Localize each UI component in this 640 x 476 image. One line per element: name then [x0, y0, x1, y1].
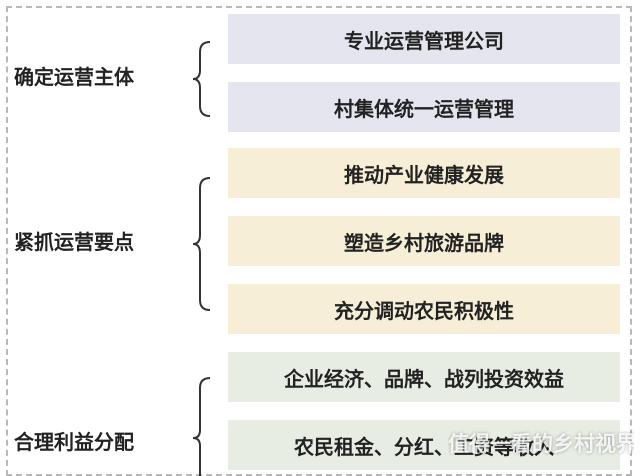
item-enterprise-benefits: 企业经济、品牌、战列投资效益 [228, 352, 620, 402]
group-label-benefit-distribution: 合理利益分配 [14, 430, 134, 454]
brace-group-2 [192, 177, 211, 311]
item-village-collective: 村集体统一运营管理 [228, 82, 620, 132]
item-industry-development: 推动产业健康发展 [228, 148, 620, 198]
group-label-operating-points: 紧抓运营要点 [14, 230, 134, 254]
watermark: 值得一看的乡村视界 [448, 432, 634, 456]
group-label-operating-entity: 确定运营主体 [14, 65, 134, 89]
item-farmer-income: 农民租金、分红、工资等收入 [228, 420, 620, 470]
brace-group-1 [192, 41, 211, 117]
item-tourism-brand: 塑造乡村旅游品牌 [228, 216, 620, 266]
item-farmer-motivation: 充分调动农民积极性 [228, 284, 620, 334]
item-professional-company: 专业运营管理公司 [228, 14, 620, 64]
brace-group-3 [192, 377, 211, 476]
